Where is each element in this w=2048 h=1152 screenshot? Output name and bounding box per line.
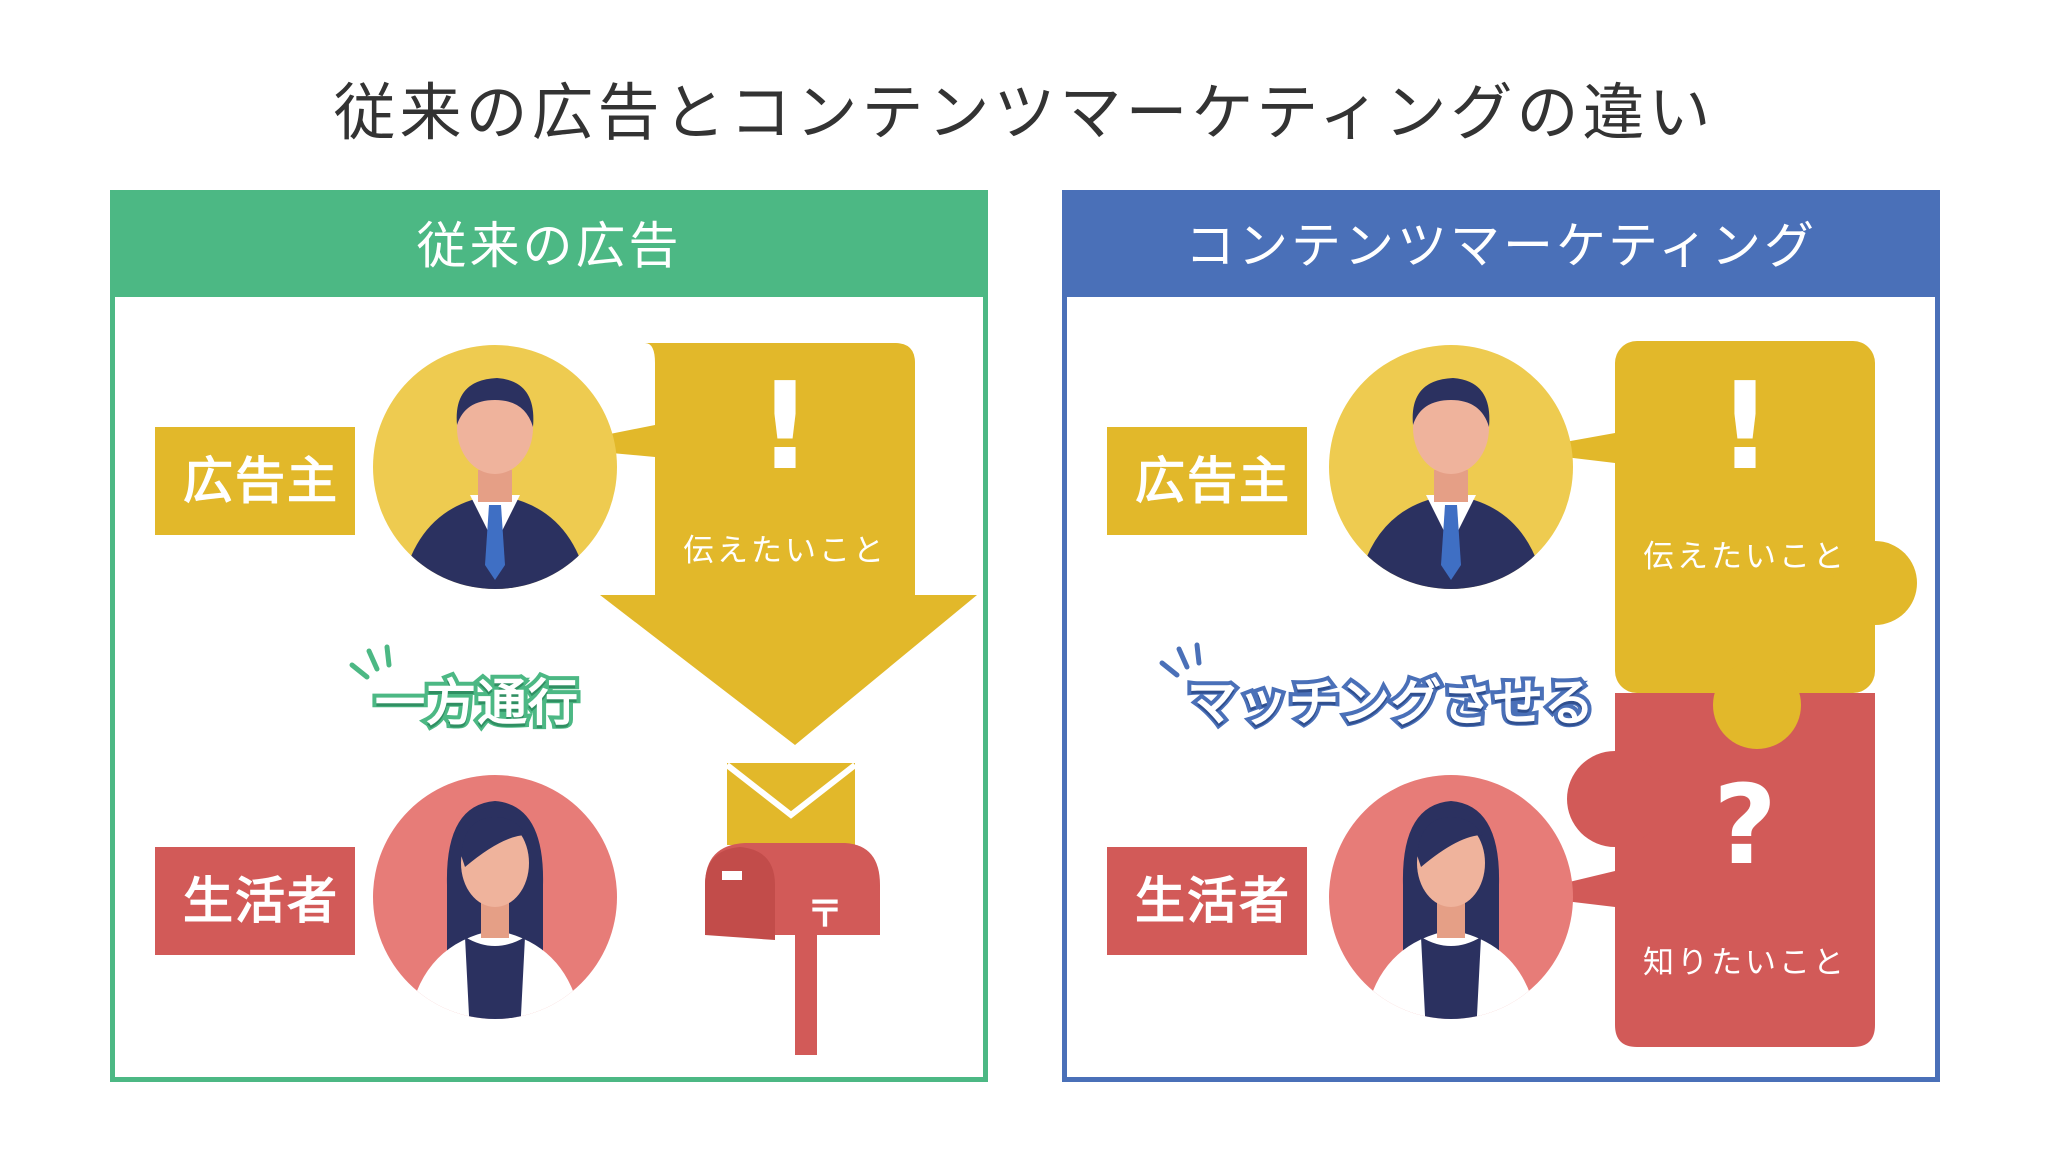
sparkle-lines [1159,642,1202,678]
matching-callout: マッチングさせる [1183,670,1598,736]
consumer-avatar [1329,775,1573,1019]
mailbox-icon [705,843,880,1055]
exclamation-mark: ! [757,358,813,497]
sparkle-lines [349,644,392,680]
envelope-icon [725,762,857,845]
traditional-ad-header: 従来の広告 [115,195,983,297]
want-to-tell-text: 伝えたいこと [1643,539,1847,575]
traditional-ad-illustration [349,343,977,1055]
consumer-label: 生活者 [1107,847,1307,955]
one-way-callout: 一方通行 [371,670,582,736]
exclamation-mark: ! [1717,358,1773,497]
page-title: 従来の広告とコンテンツマーケティングの違い [333,76,1715,149]
advertiser-avatar [1329,345,1573,589]
advertiser-avatar [373,345,617,589]
consumer-label: 生活者 [155,847,355,955]
content-marketing-header: コンテンツマーケティング [1067,195,1935,297]
question-mark: ? [1713,761,1777,889]
advertiser-label: 広告主 [1107,427,1307,535]
content-marketing-panel: コンテンツマーケティング [1062,190,1940,1082]
want-to-know-text: 知りたいこと [1643,945,1847,981]
message-arrow [545,343,977,745]
traditional-ad-panel: 従来の広告 [110,190,988,1082]
postal-mark: 〒 [807,894,844,935]
advertiser-label: 広告主 [155,427,355,535]
message-text: 伝えたいこと [683,533,887,569]
consumer-avatar [373,775,617,1019]
content-marketing-illustration [1159,341,1917,1047]
